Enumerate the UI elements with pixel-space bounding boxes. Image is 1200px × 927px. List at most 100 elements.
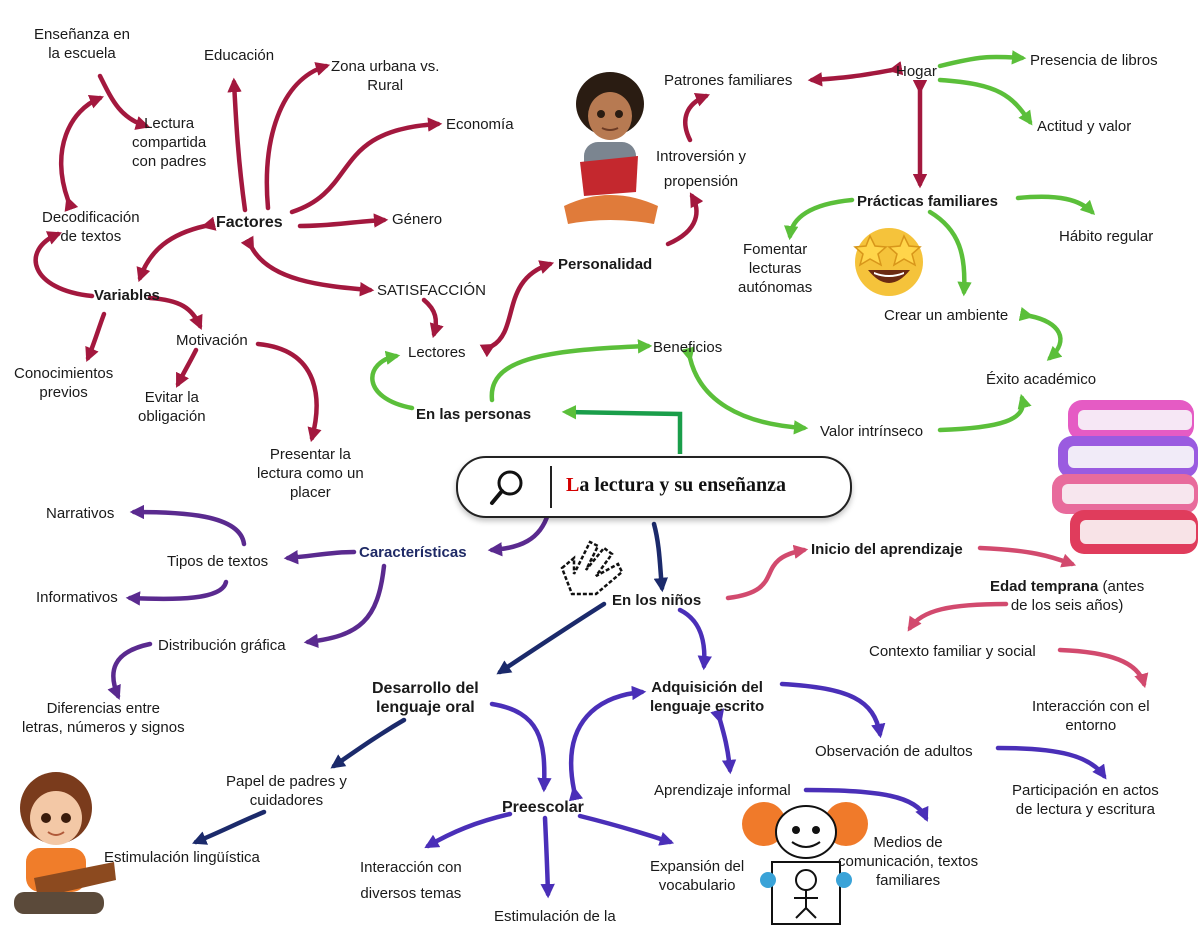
arrow-practicas-fomentar	[783, 197, 855, 241]
node-tipos: Tipos de textos	[167, 553, 269, 570]
arrow-adquisicion-observacion	[779, 681, 886, 739]
arrow-desarrollo-papel	[330, 717, 407, 769]
node-zona: Zona urbana vs.Rural	[331, 58, 440, 94]
arrow-enninos-desarrollo	[496, 601, 607, 675]
arrow-satisfaccion-lectores	[421, 297, 444, 339]
node-crear: Crear un ambiente	[884, 307, 1009, 324]
arrow-practicas-crear	[927, 209, 972, 297]
arrow-hogar-presencia	[937, 50, 1027, 69]
arrow-preescolar-adquisicion	[568, 685, 647, 802]
node-personalidad: Personalidad	[558, 256, 653, 273]
arrow-factores-genero	[297, 213, 389, 229]
kid-drawing-icon	[742, 802, 868, 925]
arrow-variables-conocimientos	[85, 311, 107, 362]
star-eyes-emoji-icon	[853, 228, 923, 296]
node-genero: Género	[392, 211, 443, 228]
arrow-title-caracteristicas	[487, 502, 558, 557]
arrow-preescolar-estimulacion	[540, 815, 555, 899]
arrow-desarrollo-preescolar	[489, 701, 552, 793]
arrow-personalidad-introversion	[665, 192, 704, 247]
arrow-factores-economia	[289, 117, 443, 215]
node-actitud: Actitud y valor	[1037, 118, 1132, 135]
node-educacion: Educación	[204, 47, 275, 64]
arrow-papel-estimulacion	[192, 809, 267, 845]
node-estimulacion-ling: Estimulación lingüística	[104, 849, 260, 866]
node-estimulacion-la: Estimulación de la	[494, 908, 616, 925]
arrow-title-enpersonas	[561, 404, 683, 454]
arrow-factores-variables	[136, 216, 217, 283]
arrow-enpersonas-beneficios	[489, 339, 653, 403]
arrow-practicas-habito	[1015, 194, 1096, 216]
arrow-hogar-patrones	[807, 61, 904, 87]
node-presencia: Presencia de libros	[1030, 52, 1158, 69]
arrow-factores-satisfaccion	[240, 235, 375, 297]
node-variables: Variables	[94, 287, 160, 304]
node-practicas: Prácticas familiares	[857, 193, 998, 210]
node-factores: Factores	[216, 214, 283, 231]
node-hogar: Hogar	[896, 63, 937, 80]
node-valor: Valor intrínseco	[820, 423, 924, 440]
arrow-aprendizaje-medios	[803, 787, 929, 822]
search-separator	[550, 466, 552, 508]
arrow-tipos-narrativos	[129, 504, 247, 547]
arrow-adquisicion-aprendizaje	[710, 708, 737, 775]
map-title: La lectura y su enseñanza	[566, 474, 786, 497]
arrow-crear-exito	[1018, 306, 1063, 361]
node-lectores: Lectores	[408, 344, 466, 361]
arrow-title-enninos	[651, 521, 669, 593]
node-habito: Hábito regular	[1059, 228, 1154, 245]
arrow-contexto-interaccion	[1057, 647, 1149, 689]
arrow-variables-decodificacion	[33, 231, 95, 299]
node-contexto: Contexto familiar y social	[869, 643, 1036, 660]
arrow-decodificacion-ensenanza	[58, 95, 105, 212]
node-en-personas: En las personas	[416, 406, 532, 423]
node-satisfaccion: SATISFACCIÓN	[377, 282, 486, 299]
arrow-motivacion-presentar	[255, 341, 322, 443]
arrow-enpersonas-lectores	[370, 350, 415, 411]
title-first-letter: L	[566, 474, 580, 496]
arrow-caracteristicas-distribucion	[303, 563, 387, 648]
node-beneficios: Beneficios	[653, 339, 723, 356]
arrow-enninos-adquisicion	[677, 607, 712, 671]
arrow-enninos-inicio	[725, 544, 809, 601]
node-preescolar: Preescolar	[502, 799, 584, 816]
arrow-valor-exito	[937, 393, 1032, 433]
arrow-distribucion-diferencias	[107, 641, 153, 700]
arrow-preescolar-interaccion	[424, 811, 513, 849]
arrow-observacion-participacion	[995, 745, 1107, 780]
node-edad-bold: Edad temprana	[990, 578, 1099, 595]
arrow-variables-motivacion	[147, 295, 203, 330]
search-icon	[490, 470, 523, 505]
arrow-tipos-informativos	[125, 579, 229, 606]
node-motivacion: Motivación	[176, 332, 248, 349]
arrow-preescolar-expansion	[577, 813, 675, 846]
arrow-inicio-edad	[977, 545, 1077, 568]
arrow-factores-zona	[264, 62, 331, 211]
node-aprendizaje-informal: Aprendizaje informal	[654, 782, 791, 799]
central-title-searchbar[interactable]: La lectura y su enseñanza	[456, 456, 852, 518]
node-inicio: Inicio del aprendizaje	[811, 541, 963, 558]
arrow-lectores-personalidad	[479, 260, 555, 358]
child-reading-icon	[14, 772, 116, 914]
arrow-motivacion-evitar	[175, 347, 199, 388]
node-narrativos: Narrativos	[46, 505, 115, 522]
node-patrones: Patrones familiares	[664, 72, 793, 89]
node-exito: Éxito académico	[986, 371, 1097, 388]
